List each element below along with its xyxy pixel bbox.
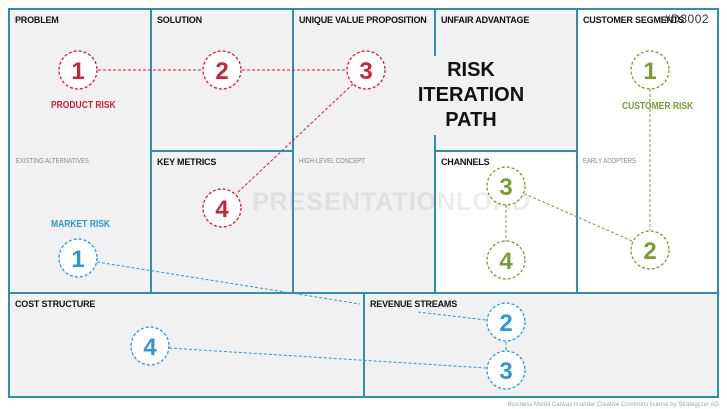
customer-step-2: 2: [630, 230, 670, 270]
product-step-4: 4: [202, 188, 242, 228]
product-step-1: 1: [58, 50, 98, 90]
product-path-3-4: [235, 83, 354, 195]
market-step-1: 1: [58, 238, 98, 278]
market-step-3: 3: [486, 350, 526, 390]
headline-line-1: RISK ITERATION: [417, 59, 525, 106]
market-step-2: 2: [486, 302, 526, 342]
market-step-1-number: 1: [71, 246, 84, 273]
product-step-2: 2: [202, 50, 242, 90]
key-metrics-block: KEY METRICS: [150, 150, 294, 294]
customer-risk-label: CUSTOMER RISK: [622, 101, 694, 112]
market-step-2-number: 2: [499, 310, 512, 337]
problem-title: PROBLEM: [15, 15, 59, 25]
revenue-streams-block: REVENUE STREAMS: [363, 292, 719, 398]
customer-segments-title: CUSTOMER SEGMENTS: [583, 15, 684, 25]
customer-step-3-number: 3: [499, 174, 512, 201]
cost-structure-block: COST STRUCTURE: [8, 292, 365, 398]
market-path-1-2: [96, 261, 361, 305]
early-adopters-label: EARLY ADOPTERS: [583, 158, 637, 165]
customer-step-1: 1: [630, 50, 670, 90]
product-step-3-number: 3: [359, 58, 372, 85]
product-step-1-number: 1: [71, 58, 84, 85]
high-level-concept-label: HIGH-LEVEL CONCEPT: [299, 158, 365, 165]
slide-code: #D3002: [664, 12, 710, 26]
license-footer: Business Model Canvas is under Creative …: [507, 402, 719, 408]
market-risk-label: MARKET RISK: [51, 219, 111, 230]
product-step-3: 3: [346, 50, 386, 90]
revenue-streams-title: REVENUE STREAMS: [370, 299, 458, 309]
cost-structure-title: COST STRUCTURE: [15, 299, 96, 309]
existing-alternatives-label: EXISTING ALTERNATIVES: [16, 158, 89, 165]
headline: RISK ITERATION PATH: [396, 56, 546, 135]
key-metrics-title: KEY METRICS: [157, 157, 217, 167]
watermark: PRESENTATIONLOAD: [252, 188, 531, 216]
market-step-4: 4: [130, 326, 170, 366]
customer-path-2-3: [524, 193, 633, 242]
solution-title: SOLUTION: [157, 15, 202, 25]
channels-title: CHANNELS: [441, 157, 490, 167]
market-step-4-number: 4: [143, 334, 157, 361]
customer-step-2-number: 2: [643, 238, 656, 265]
uvp-title: UNIQUE VALUE PROPOSITION: [299, 15, 427, 25]
unfair-advantage-title: UNFAIR ADVANTAGE: [441, 15, 530, 25]
customer-step-4-number: 4: [499, 248, 513, 275]
product-risk-label: PRODUCT RISK: [51, 100, 116, 111]
customer-step-3: 3: [486, 166, 526, 206]
market-path-4-3: [168, 347, 487, 369]
customer-step-4: 4: [486, 240, 526, 280]
market-path-revenue-2: [417, 311, 487, 321]
customer-step-1-number: 1: [643, 58, 656, 85]
market-step-3-number: 3: [499, 358, 512, 385]
product-step-4-number: 4: [215, 196, 229, 223]
product-step-2-number: 2: [215, 58, 228, 85]
headline-line-2: PATH: [445, 109, 497, 131]
